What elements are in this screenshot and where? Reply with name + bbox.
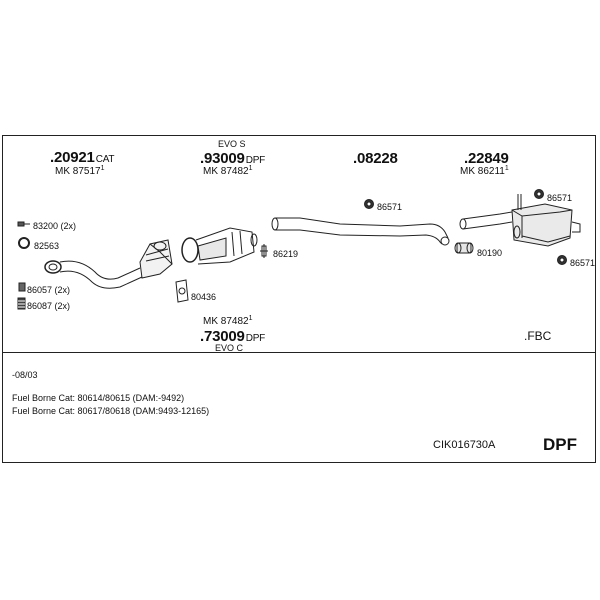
label-86057: 86057 (2x) [27, 285, 71, 295]
clamp-icon [260, 244, 268, 258]
mk-87482-top: MK 874821 [203, 165, 253, 177]
gasket-plate-icon [175, 279, 189, 303]
diagram-frame [2, 135, 596, 463]
rubber-mount-icon [534, 189, 544, 199]
mk-87482-bottom: MK 874821 [203, 315, 253, 327]
dpf-filter-drawing [181, 227, 258, 265]
nut-icon [18, 282, 26, 292]
rubber-mount-icon [364, 199, 374, 209]
label-82563: 82563 [34, 241, 60, 251]
gasket-ring-icon [18, 237, 30, 249]
notes-divider [2, 352, 596, 353]
mk-86211: MK 862111 [460, 165, 509, 177]
part-suffix: CAT [95, 154, 115, 165]
pipe-clamp-icon [454, 242, 474, 254]
part-suffix: DPF [245, 155, 266, 166]
evo-c-label: EVO C [215, 343, 244, 353]
group-93009: .93009DPF [200, 151, 265, 167]
rubber-mount-icon [557, 255, 567, 265]
dpf-label: DPF [543, 435, 577, 454]
group-22849: .22849 [464, 150, 509, 167]
spring-icon [17, 297, 26, 310]
date-note: -08/03 [12, 370, 38, 380]
rear-silencer-drawing [459, 194, 581, 247]
label-80190: 80190 [477, 248, 503, 258]
fbc-label: .FBC [524, 329, 552, 343]
fuel-note-1: Fuel Borne Cat: 80614/80615 (DAM:-9492) [12, 393, 185, 403]
label-86087: 86087 (2x) [27, 301, 71, 311]
label-80436: 80436 [191, 292, 217, 302]
label-86571-mid: 86571 [377, 202, 403, 212]
mk-87517: MK 875171 [55, 165, 105, 177]
kit-code: CIK016730A [433, 439, 496, 451]
evo-s-label: EVO S [218, 139, 246, 149]
part-number: .20921 [50, 149, 95, 166]
part-number: .73009 [200, 328, 245, 345]
group-73009: .73009DPF [200, 329, 265, 345]
part-suffix: DPF [245, 333, 266, 344]
label-86571-top: 86571 [547, 193, 573, 203]
fuel-note-2: Fuel Borne Cat: 80617/80618 (DAM:9493-12… [12, 406, 210, 416]
catalytic-converter-drawing [44, 239, 173, 289]
middle-pipe-drawing [271, 217, 450, 246]
label-83200: 83200 (2x) [33, 221, 77, 231]
bolt-icon [17, 221, 30, 227]
part-number: .93009 [200, 150, 245, 167]
label-86571-bottom: 86571 [570, 258, 596, 268]
group-08228: .08228 [353, 150, 398, 167]
label-86219: 86219 [273, 249, 299, 259]
group-20921: .20921CAT [50, 149, 115, 166]
